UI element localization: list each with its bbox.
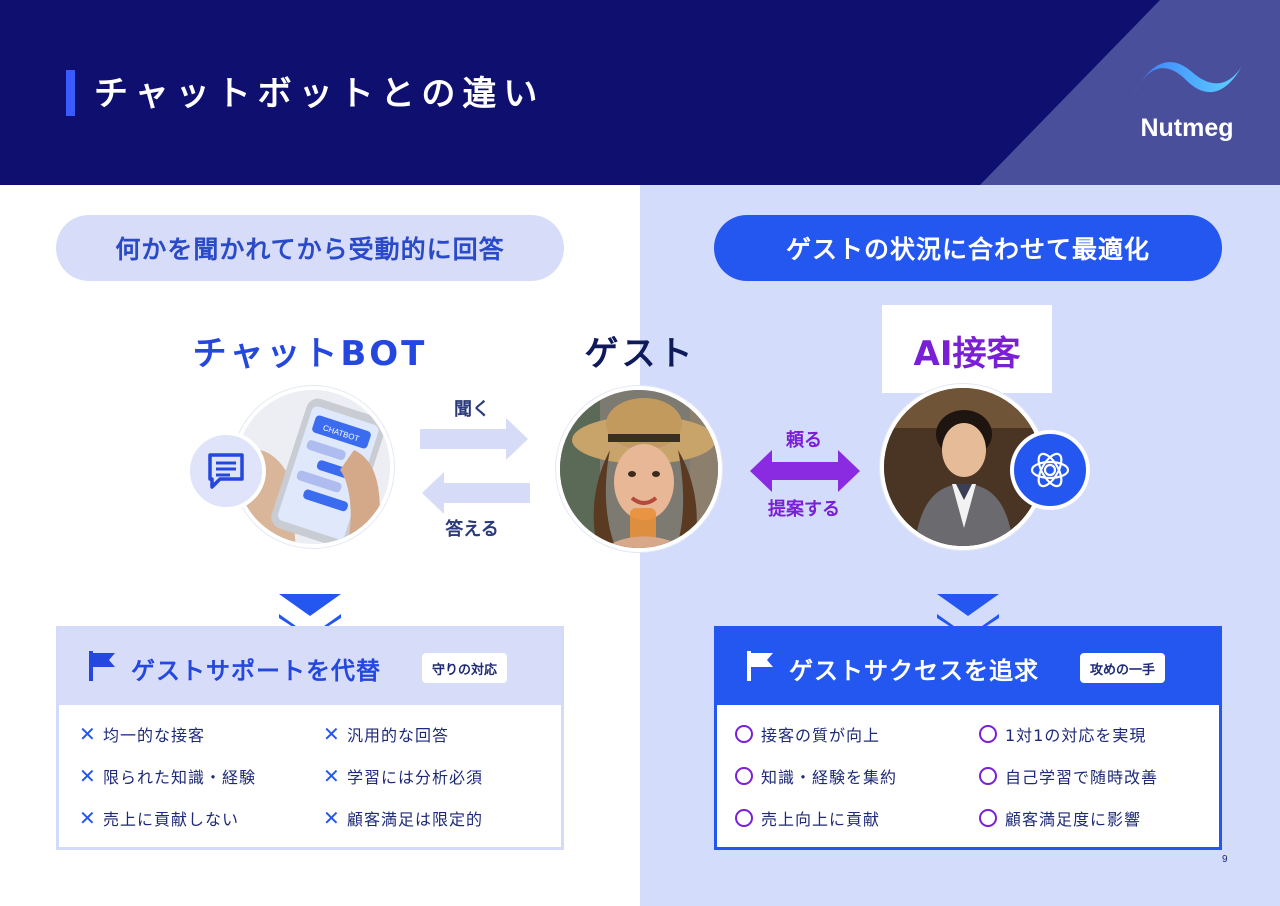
list-item: 売上向上に貢献 [735, 806, 880, 830]
ask-arrow-right [420, 418, 528, 460]
cross-mark-icon: ✕ [323, 806, 340, 830]
answer-arrow-left [422, 472, 530, 514]
rely-propose-double-arrow [750, 450, 860, 492]
left-pill-heading: 何かを聞かれてから受動的に回答 [56, 215, 564, 281]
cross-mark-icon: ✕ [323, 764, 340, 788]
list-item: 接客の質が向上 [735, 722, 880, 746]
cross-mark-icon: ✕ [323, 722, 340, 746]
circle-mark-icon [735, 767, 753, 785]
chatbot-box-header: ゲストサポートを代替 守りの対応 [59, 629, 561, 705]
ai-box-tag: 攻めの一手 [1080, 653, 1166, 683]
list-item: 自己学習で随時改善 [979, 764, 1158, 788]
ask-label: 聞く [454, 399, 490, 420]
cross-mark-icon: ✕ [79, 764, 96, 788]
ai-badge [1010, 430, 1090, 510]
message-icon [208, 453, 244, 489]
page-number: 9 [1222, 854, 1228, 865]
flag-icon [89, 651, 115, 681]
circle-mark-icon [979, 767, 997, 785]
nutmeg-wave-icon [1132, 62, 1242, 98]
answer-label: 答える [445, 519, 499, 540]
page-title: チャットボットとの違い [94, 74, 545, 114]
list-item: ✕学習には分析必須 [323, 764, 484, 788]
right-pill-heading: ゲストの状況に合わせて最適化 [714, 215, 1222, 281]
cross-mark-icon: ✕ [79, 722, 96, 746]
chatbot-label: チャットBOT [192, 334, 428, 374]
ai-label: AI接客 [913, 334, 1021, 374]
circle-mark-icon [735, 725, 753, 743]
propose-label: 提案する [768, 499, 840, 520]
nutmeg-logo: Nutmeg [1128, 58, 1246, 148]
guest-illustration [560, 390, 718, 548]
circle-mark-icon [735, 809, 753, 827]
list-item: ✕均一的な接客 [79, 722, 206, 746]
list-item: ✕汎用的な回答 [323, 722, 450, 746]
list-item: 1対1の対応を実現 [979, 722, 1146, 746]
list-item: ✕顧客満足は限定的 [323, 806, 484, 830]
ai-summary-box: ゲストサクセスを追求 攻めの一手 接客の質が向上 1対1の対応を実現 知識・経験… [714, 626, 1222, 850]
header-banner: チャットボットとの違い Nutmeg [0, 0, 1280, 185]
ai-box-header: ゲストサクセスを追求 攻めの一手 [717, 629, 1219, 705]
chatbot-summary-box: ゲストサポートを代替 守りの対応 ✕均一的な接客 ✕汎用的な回答 ✕限られた知識… [56, 626, 564, 850]
list-item: 知識・経験を集約 [735, 764, 897, 788]
list-item: ✕売上に貢献しない [79, 806, 240, 830]
circle-mark-icon [979, 725, 997, 743]
guest-photo [556, 386, 722, 552]
concierge-illustration [884, 388, 1042, 546]
chatbot-box-title: ゲストサポートを代替 [131, 657, 381, 685]
guest-label: ゲスト [584, 334, 696, 374]
ai-flower-icon [1030, 452, 1070, 488]
ai-concierge-photo [880, 384, 1046, 550]
chatbot-box-tag: 守りの対応 [422, 653, 508, 683]
list-item: 顧客満足度に影響 [979, 806, 1141, 830]
message-badge [186, 431, 266, 511]
ai-label-box [882, 305, 1052, 393]
title-accent-bar [66, 70, 75, 116]
flag-icon [747, 651, 773, 681]
list-item: ✕限られた知識・経験 [79, 764, 257, 788]
logo-text: Nutmeg [1140, 114, 1234, 142]
rely-label: 頼る [786, 430, 822, 451]
cross-mark-icon: ✕ [79, 806, 96, 830]
circle-mark-icon [979, 809, 997, 827]
ai-box-title: ゲストサクセスを追求 [789, 657, 1039, 685]
